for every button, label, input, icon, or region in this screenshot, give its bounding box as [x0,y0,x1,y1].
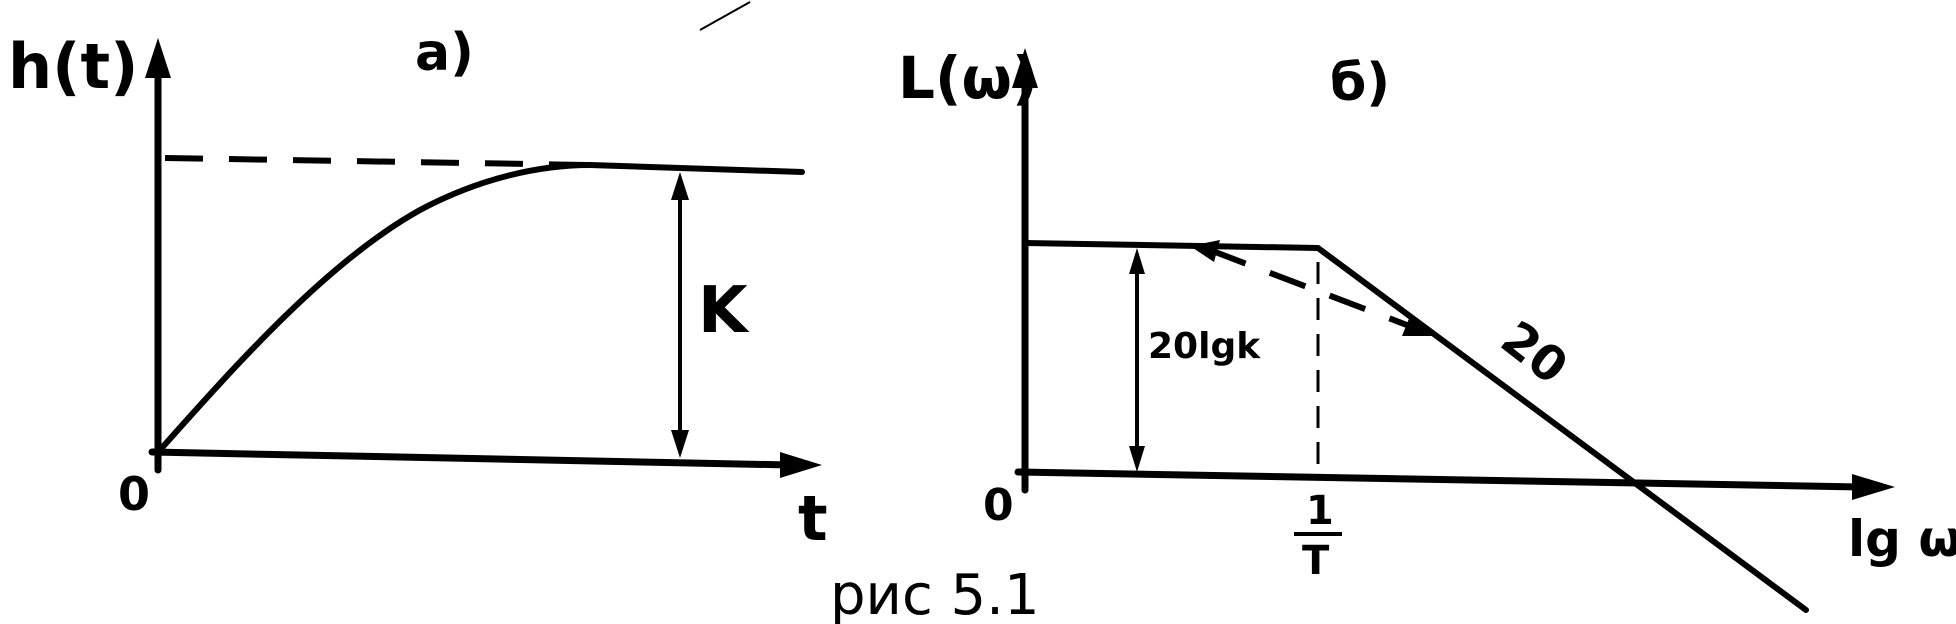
panel-a-x-arrow [780,452,822,478]
panel-a-gain-label: K [698,274,750,348]
panel-b-curve-arrowhead-right [1402,316,1432,336]
panel-b-y-label: L(ω) [898,44,1038,112]
panel-a-steady-state [587,162,805,175]
panel-a-y-arrow [145,38,171,78]
panel-a-asymptote [164,155,591,168]
panel-b-low-frequency-asymptote [1022,240,1321,251]
stray-mark [699,1,751,31]
panel-a: h(t) a) 0 t K [8,23,828,555]
panel-b-level-arrowhead-bottom [1129,446,1145,472]
panel-a-response-curve [157,162,593,453]
panel-a-gain-arrowhead-bottom [671,430,689,458]
panel-a-label: a) [415,23,474,83]
figure-caption: рис 5.1 [830,563,1040,624]
panel-b-curve-arrowhead-left [1190,240,1220,262]
panel-b-x-axis [1014,468,1864,491]
panel-b-x-label: lg ω [1848,510,1956,568]
panel-b-break-denominator: T [1302,538,1330,584]
panel-b-label: б) [1330,53,1390,113]
panel-a-origin-label: 0 [118,467,150,521]
panel-b: L(ω) б) 0 20lgk 20 1 T lg ω [898,44,1956,613]
panel-a-y-label: h(t) [8,30,138,103]
panel-a-x-label: t [798,482,828,555]
panel-b-actual-curve [1208,247,1422,333]
panel-b-level-label: 20lgk [1148,326,1261,367]
panel-b-break-numerator: 1 [1306,488,1334,534]
panel-b-origin-label: 0 [983,480,1014,531]
panel-b-x-arrow [1852,474,1895,500]
panel-b-level-arrowhead-top [1129,248,1145,274]
panel-a-x-axis [148,448,794,469]
panel-a-gain-arrowhead-top [671,172,689,200]
panel-b-y-arrow [1012,48,1038,88]
panel-b-high-frequency-asymptote [1315,245,1809,613]
